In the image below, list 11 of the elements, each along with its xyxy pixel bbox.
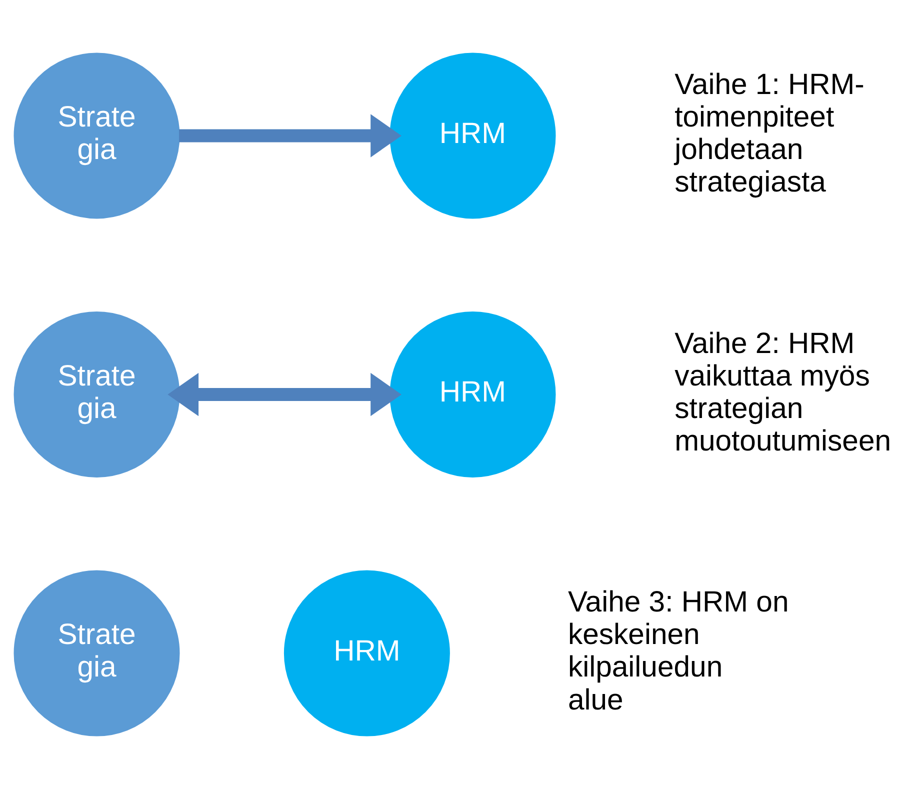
- label: Vaihe 3: HRM on keskeinen kilpailuedun alue: [568, 586, 789, 716]
- arrow: [168, 372, 402, 416]
- arrow: [179, 114, 402, 158]
- label: Vaihe 2: HRM vaikuttaa myös strategian muotoutumiseen: [674, 326, 892, 458]
- node-circle: Strate gia: [14, 570, 180, 736]
- node-circle: HRM: [284, 570, 450, 736]
- node-circle: HRM: [390, 312, 556, 478]
- node-circle: HRM: [390, 52, 556, 219]
- node-circle: Strate gia: [14, 312, 180, 478]
- node-circle: Strate gia: [14, 52, 180, 219]
- label: Vaihe 1: HRM- toimenpiteet johdetaan strategiasta: [674, 68, 864, 199]
